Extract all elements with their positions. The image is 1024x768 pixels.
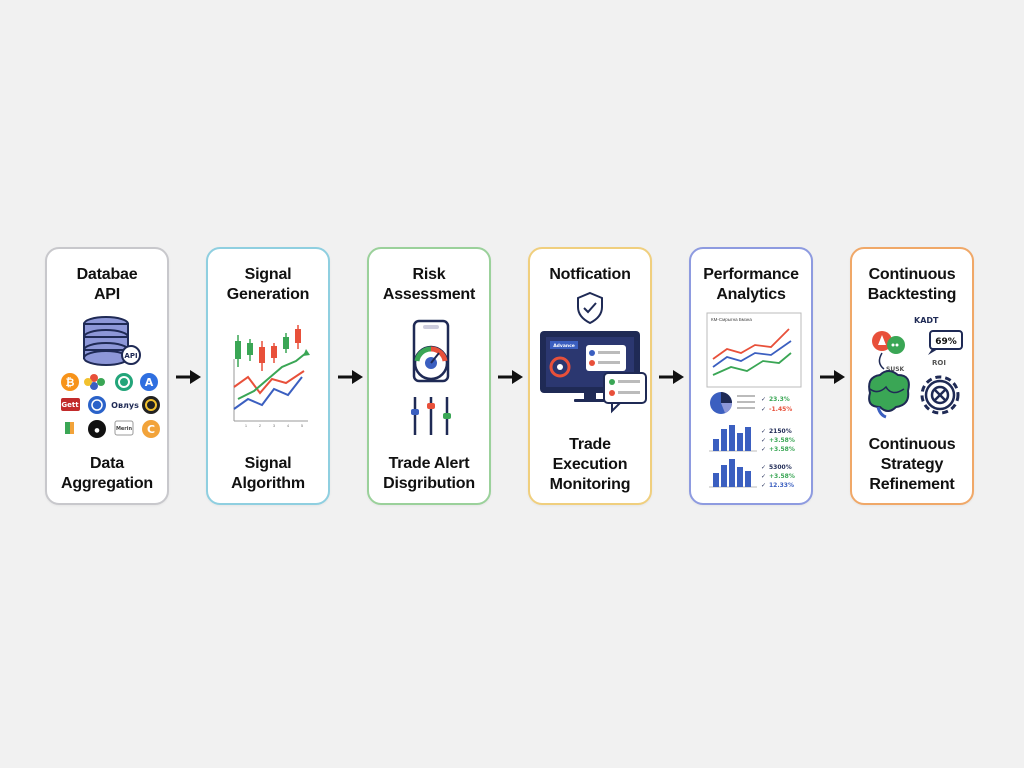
candlestick-chart-icon [235, 325, 301, 371]
svg-text:C: C [147, 423, 155, 436]
risk-assessment-illustration [411, 319, 451, 435]
check-icon: ✓ [761, 473, 766, 480]
svg-text:Advance: Advance [553, 343, 575, 349]
check-icon: ✓ [761, 428, 766, 435]
svg-text:12.33%: 12.33% [769, 482, 794, 489]
crypto-logo-icon: Gett [61, 398, 80, 411]
svg-text:5: 5 [301, 423, 304, 428]
svg-text:₿: ₿ [66, 376, 75, 389]
svg-text:Gett: Gett [61, 401, 79, 409]
svg-text:2: 2 [259, 423, 262, 428]
check-icon: ✓ [761, 464, 766, 471]
database-icon [83, 316, 129, 366]
backtesting-illustration: KADT 69% ROI SUSK [868, 316, 963, 419]
crypto-logo-icon [115, 373, 133, 391]
stats-list: ✓23.3% ✓-1.45% ✓2150% ✓+3.58% ✓+3.58% ✓5… [761, 396, 795, 489]
flow-arrow-icon [338, 370, 363, 384]
svg-text:ROI: ROI [932, 359, 946, 367]
pie-chart-icon [710, 392, 732, 414]
svg-text:3: 3 [273, 423, 276, 428]
bar-chart-icon [709, 425, 757, 488]
line-chart-icon: КМ-Cмрыгна Бмзна [706, 312, 802, 388]
stage-top-label: Notfication [549, 266, 631, 283]
flow-arrow-icon [659, 370, 684, 384]
svg-text:69%: 69% [935, 337, 957, 347]
performance-analytics-illustration: КМ-Cмрыгна Бмзна ✓23.3% ✓-1.45% ✓215 [706, 312, 802, 489]
crypto-logo-icon: Merin [114, 420, 134, 436]
crypto-logo-icon [88, 396, 106, 414]
data-aggregation-illustration: API ₿ A Gett Oвлуs ● Merin C [61, 316, 160, 438]
svg-text:-1.45%: -1.45% [769, 406, 792, 413]
shield-check-icon [577, 291, 603, 325]
svg-text:SUSK: SUSK [886, 366, 905, 373]
check-icon: ✓ [761, 446, 766, 453]
check-icon: ✓ [761, 482, 766, 489]
flow-arrow-icon [498, 370, 523, 384]
roi-bubble: 69% [928, 330, 963, 355]
svg-text:2150%: 2150% [769, 428, 792, 435]
svg-text:API: API [124, 352, 137, 360]
flow-arrow-icon [820, 370, 845, 384]
chat-bubble-icon [603, 372, 647, 414]
svg-text:23.3%: 23.3% [769, 396, 790, 403]
svg-text:KADT: KADT [914, 316, 939, 325]
brain-icon [868, 370, 910, 419]
crypto-logo-icon: ● [88, 420, 106, 438]
crypto-logo-icon [142, 396, 160, 414]
slider-controls-icon [411, 397, 451, 435]
check-icon: ✓ [761, 406, 766, 413]
crypto-logo-icon [65, 422, 74, 434]
legend-lines [737, 395, 755, 409]
crypto-logo-icon: C [142, 420, 160, 438]
flow-arrow-icon [176, 370, 201, 384]
smartphone-gauge-icon [412, 319, 450, 383]
axis-ticks: 1 2 3 4 5 [245, 423, 304, 428]
check-icon: ✓ [761, 437, 766, 444]
svg-text:Merin: Merin [116, 426, 133, 432]
svg-text:5300%: 5300% [769, 464, 792, 471]
svg-text:4: 4 [287, 423, 290, 428]
svg-text:+3.58%: +3.58% [769, 437, 795, 444]
crypto-logo-icon: A [140, 373, 158, 391]
svg-text:A: A [145, 376, 154, 389]
svg-text:Oвлуs: Oвлуs [111, 401, 139, 410]
crypto-logo-icon: Oвлуs [111, 401, 139, 410]
chat-bubble-icon [872, 331, 905, 354]
crypto-logo-icon [84, 374, 105, 390]
bitcoin-logo-icon: ₿ [61, 373, 79, 391]
svg-text:+3.58%: +3.58% [769, 446, 795, 453]
svg-text:●: ● [94, 427, 99, 434]
svg-text:+3.58%: +3.58% [769, 473, 795, 480]
line-chart-icon [233, 349, 310, 422]
svg-text:КМ-Cмрыгна Бмзна: КМ-Cмрыгна Бмзна [711, 317, 752, 322]
svg-text:1: 1 [245, 423, 248, 428]
signal-generation-illustration: 1 2 3 4 5 [233, 325, 310, 428]
notification-illustration: Advance [540, 291, 647, 414]
api-badge-icon: API [121, 345, 141, 365]
gear-icon [920, 375, 960, 415]
check-icon: ✓ [761, 396, 766, 403]
